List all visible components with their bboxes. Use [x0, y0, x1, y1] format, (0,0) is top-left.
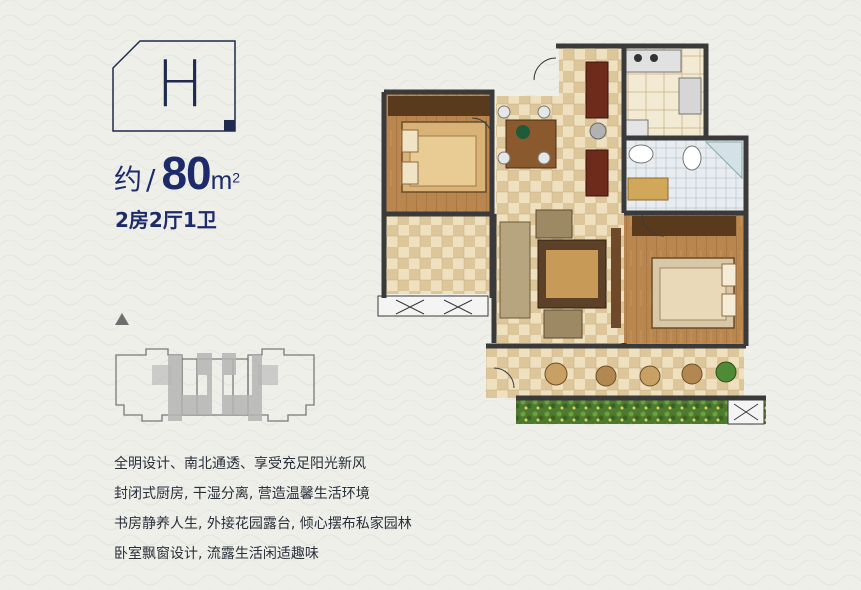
- triangle-marker-icon: [115, 313, 129, 325]
- feature-item: 书房静养人生, 外接花园露台, 倾心摆布私家园林: [114, 516, 412, 532]
- area-value: 80: [161, 147, 211, 199]
- area-slash: /: [146, 163, 156, 196]
- feature-item: 封闭式厨房, 干湿分离, 营造温馨生活环境: [114, 486, 370, 502]
- area-superscript: 2: [232, 169, 241, 186]
- unit-area: 约/80m2: [114, 146, 241, 199]
- unit-type-badge: [112, 40, 236, 132]
- unit-layout: 2房2厅1卫: [115, 208, 217, 232]
- area-prefix: 约: [114, 163, 143, 196]
- feature-item: 卧室飘窗设计, 流露生活闲适趣味: [114, 546, 319, 562]
- building-key-plan: [115, 348, 315, 422]
- unit-type-letter: H: [155, 48, 205, 122]
- area-unit: m: [210, 165, 233, 195]
- floor-plan-image: [377, 43, 766, 425]
- feature-item: 全明设计、南北通透、享受充足阳光新风: [114, 456, 366, 472]
- feature-list: 全明设计、南北通透、享受充足阳光新风 封闭式厨房, 干湿分离, 营造温馨生活环境…: [114, 452, 412, 572]
